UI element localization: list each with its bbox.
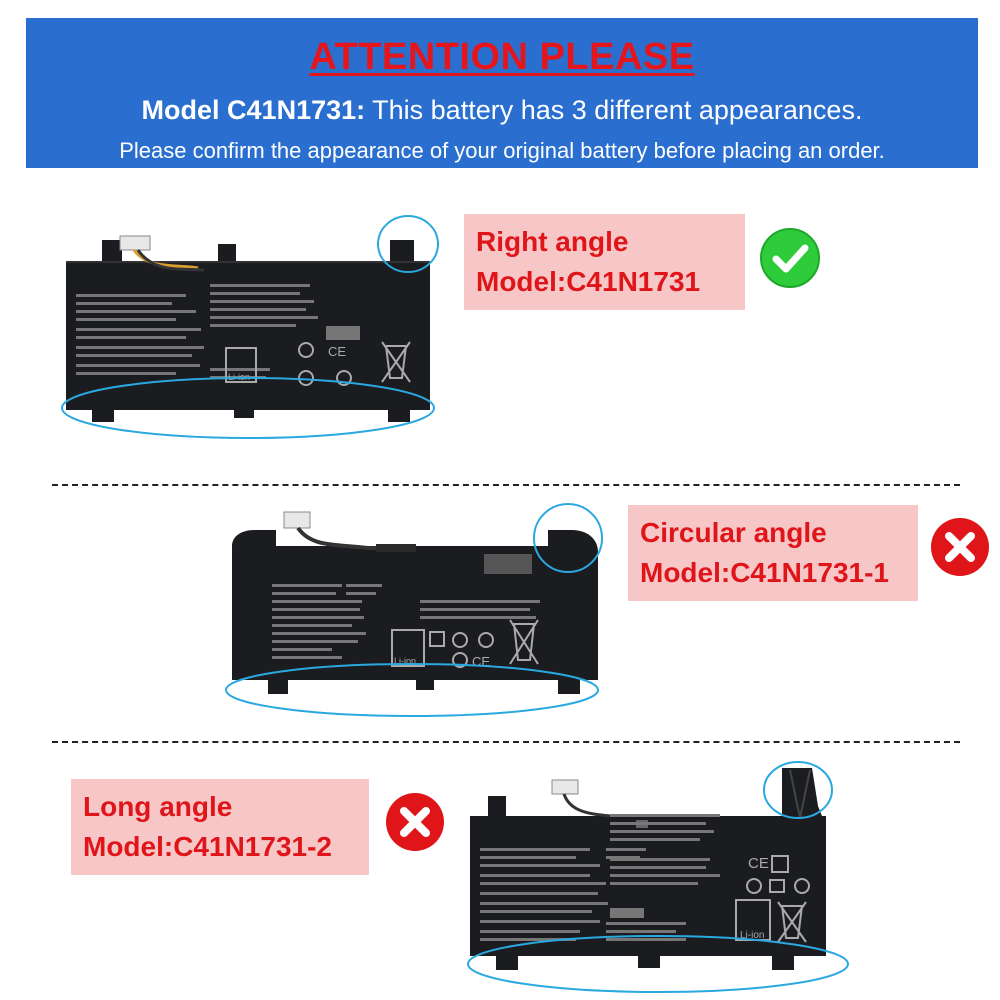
- angle-label: Circular angle: [640, 517, 827, 548]
- angle-label: Right angle: [476, 226, 629, 257]
- battery-image: Li-ion CE: [232, 511, 598, 694]
- svg-text:Li-ion: Li-ion: [228, 372, 250, 382]
- check-circle-icon: [760, 228, 820, 288]
- separator-2: [52, 741, 960, 743]
- label-long-angle: Long angle Model:C41N1731-2: [71, 779, 369, 875]
- angle-label: Long angle: [83, 791, 233, 822]
- highlight-right-angle: [56, 206, 448, 456]
- model-label: Model:C41N1731-1: [640, 557, 889, 588]
- model-label: Model:C41N1731-2: [83, 831, 332, 862]
- recycle-icon: [225, 347, 257, 383]
- svg-text:CE: CE: [748, 855, 769, 872]
- model-label: Model:C41N1731: [476, 266, 701, 297]
- battery-circular-angle: Li-ion CE: [228, 500, 606, 710]
- cross-circle-icon: [385, 792, 445, 852]
- cross-circle-icon: [930, 517, 990, 577]
- banner-line1-text: This battery has 3 different appearances…: [365, 95, 863, 125]
- recycle-icon: [391, 629, 425, 667]
- battery-long-angle: CE Li-ion: [460, 758, 840, 990]
- separator-1: [52, 484, 960, 486]
- svg-text:CE: CE: [328, 344, 346, 359]
- battery-image: Li-ion CE: [66, 235, 430, 422]
- crossed-bin-icon: [381, 341, 411, 383]
- label-circular-angle: Circular angle Model:C41N1731-1: [628, 505, 918, 601]
- svg-text:Li-ion: Li-ion: [740, 930, 764, 941]
- label-right-angle: Right angle Model:C41N1731: [464, 214, 745, 310]
- svg-text:Li-ion: Li-ion: [394, 656, 416, 666]
- banner-line1: Model C41N1731: This battery has 3 diffe…: [26, 95, 978, 126]
- attention-banner: ATTENTION PLEASE Model C41N1731: This ba…: [26, 18, 978, 168]
- battery-right-angle: Li-ion CE: [58, 222, 448, 437]
- crossed-bin-icon: [509, 619, 539, 665]
- crossed-bin-icon: [777, 901, 807, 943]
- highlight-circular-angle: [222, 496, 608, 718]
- battery-image: CE Li-ion: [470, 768, 826, 970]
- banner-line2: Please confirm the appearance of your or…: [119, 138, 885, 163]
- banner-title: ATTENTION PLEASE: [309, 36, 695, 78]
- banner-model: Model C41N1731:: [141, 95, 366, 125]
- highlight-long-angle: [462, 758, 862, 998]
